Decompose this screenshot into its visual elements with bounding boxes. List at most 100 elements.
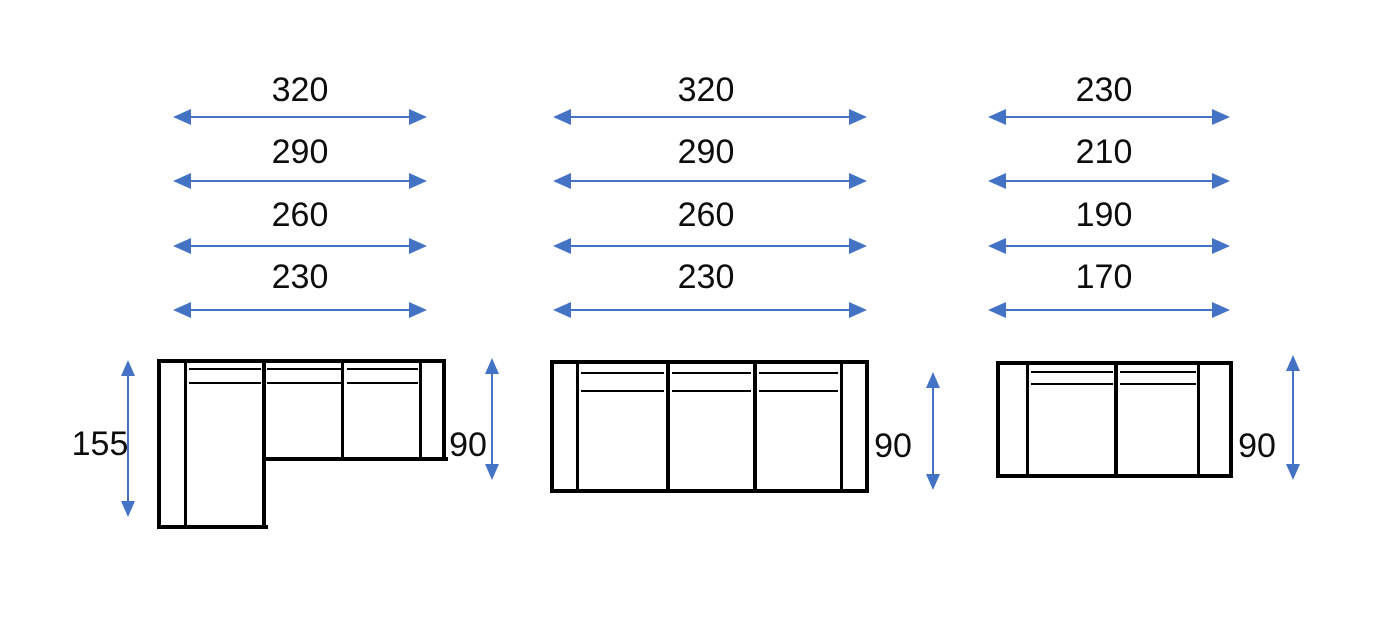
arrow-stem [571,180,849,182]
right-armrest-inner-line [1197,363,1200,476]
arrow-head-left-icon [553,173,571,189]
seat-depth-arrow [926,372,940,490]
width-label: 190 [1075,196,1133,234]
width-arrow [988,109,1230,125]
arrow-head-down-icon [1286,464,1300,480]
arrow-head-right-icon [849,238,867,254]
arrow-head-left-icon [553,302,571,318]
width-arrow [173,109,427,125]
arrow-head-left-icon [173,238,191,254]
seat-divider [341,361,344,459]
width-arrow [553,302,867,318]
arrow-head-right-icon [1212,238,1230,254]
arrow-stem [191,245,409,247]
width-label: 260 [271,196,329,234]
width-label: 170 [1075,258,1133,296]
arrow-head-down-icon [121,501,135,517]
arrow-head-left-icon [988,173,1006,189]
arrow-stem [191,116,409,118]
arrow-head-right-icon [409,238,427,254]
chaise-depth-arrow [121,360,135,517]
width-label: 290 [677,133,735,171]
arrow-head-left-icon [173,173,191,189]
backrest-line [672,390,751,392]
seat-depth-label: 90 [874,427,912,465]
arrow-head-left-icon [988,302,1006,318]
backrest-line [189,368,261,370]
three-seater-width-dimensions: 320 290 260 230 [553,0,867,340]
sofa-left-edge [157,359,161,529]
width-label: 230 [677,258,735,296]
arrow-head-right-icon [409,302,427,318]
arrow-head-down-icon [926,474,940,490]
backrest-line [581,372,664,374]
arrow-head-up-icon [926,372,940,388]
two-seater-width-dimensions: 230 210 190 170 [988,0,1230,340]
width-arrow [988,173,1230,189]
width-label: 260 [677,196,735,234]
arrow-head-down-icon [485,464,499,480]
right-armrest-inner-line [419,361,422,459]
backrest-line [267,382,341,384]
arrow-head-right-icon [409,173,427,189]
backrest-line [347,368,418,370]
width-label: 290 [271,133,329,171]
arrow-stem [1006,180,1212,182]
arrow-stem [571,116,849,118]
arrow-stem [1292,371,1294,464]
width-label: 230 [271,258,329,296]
chaise-depth-label: 155 [71,425,129,463]
backrest-line [347,382,418,384]
arrow-stem [191,180,409,182]
width-arrow [173,302,427,318]
width-arrow [553,109,867,125]
backrest-line [759,390,838,392]
arrow-head-up-icon [1286,355,1300,371]
arrow-stem [1006,116,1212,118]
arrow-head-right-icon [409,109,427,125]
width-label: 210 [1075,133,1133,171]
arrow-head-left-icon [553,109,571,125]
seat-depth-label: 90 [449,426,487,464]
backrest-line [189,382,261,384]
width-label: 320 [271,71,329,109]
backrest-line [1120,383,1196,385]
arrow-stem [571,309,849,311]
backrest-line [1120,371,1196,373]
width-arrow [173,238,427,254]
seat-depth-arrow [1286,355,1300,480]
left-armrest-inner-line [576,362,579,491]
backrest-line [581,390,664,392]
arrow-stem [1006,245,1212,247]
arrow-stem [932,388,934,474]
seat-depth-label: 90 [1238,427,1276,465]
seat-divider [753,362,757,491]
backrest-line [267,368,341,370]
width-arrow [988,302,1230,318]
width-label: 320 [677,71,735,109]
backrest-line [1031,371,1113,373]
seat-divider [1114,363,1118,476]
arrow-head-right-icon [849,109,867,125]
sofa-front-edge [262,457,448,461]
chaise-bottom-edge [157,525,268,529]
arrow-head-right-icon [1212,302,1230,318]
arrow-stem [491,374,493,464]
arrow-head-left-icon [988,109,1006,125]
arrow-stem [1006,309,1212,311]
sofa-right-edge [442,359,446,461]
width-arrow [988,238,1230,254]
arrow-stem [127,376,129,501]
backrest-line [672,372,751,374]
corner-sofa-width-dimensions: 320 290 260 230 [173,0,427,340]
arrow-head-left-icon [173,302,191,318]
arrow-head-right-icon [849,302,867,318]
sofa-top-edge [157,359,446,363]
left-armrest-inner-line [184,361,187,527]
seat-depth-arrow [485,358,499,480]
sofa-body [550,360,869,493]
backrest-line [1031,383,1113,385]
width-label: 230 [1075,71,1133,109]
backrest-line [759,372,838,374]
